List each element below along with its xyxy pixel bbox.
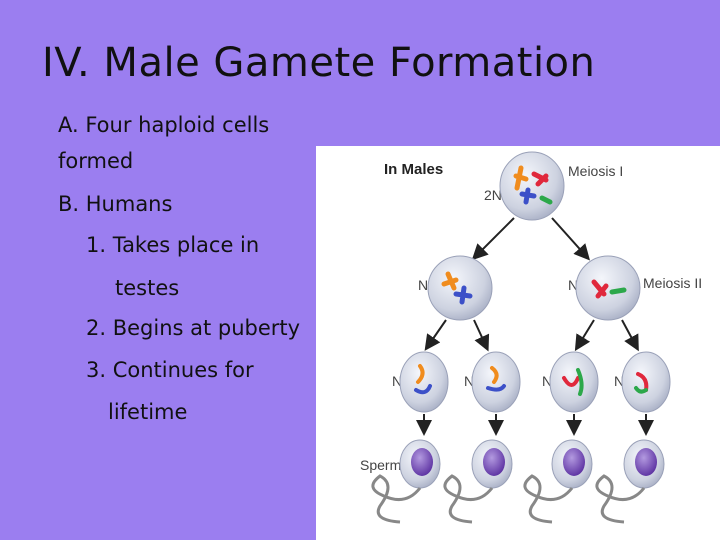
- spermatid-cell-4: [621, 351, 671, 413]
- meiosis-diagram: In Males Meiosis I Meiosis II 2N N N N N…: [316, 146, 720, 540]
- sperm-label: Sperm: [360, 457, 401, 473]
- bullet-b1-cont: testes: [115, 276, 180, 300]
- haploid-cell-left: [427, 255, 493, 321]
- sperm-cell-2: [443, 439, 513, 524]
- haploid-label-left: N: [418, 277, 428, 293]
- bullet-b2: 2. Begins at puberty: [86, 316, 301, 340]
- diagram-header: In Males: [384, 161, 443, 178]
- bullet-b3: 3. Continues for: [86, 358, 254, 382]
- bullet-b1: 1. Takes place in: [86, 233, 260, 257]
- sperm-cell-1: [371, 439, 441, 524]
- haploid-label-4: N: [614, 373, 624, 389]
- meiosis-2-label: Meiosis II: [643, 275, 702, 291]
- bullet-a-cont: formed: [58, 149, 134, 173]
- slide-title: IV. Male Gamete Formation: [42, 40, 596, 86]
- spermatid-cell-1: [399, 351, 449, 413]
- sperm-cell-3: [523, 439, 593, 524]
- spermatid-cell-3: [549, 351, 599, 413]
- haploid-cell-right: [575, 255, 641, 321]
- diploid-cell: [499, 151, 565, 221]
- sperm-cell-4: [595, 439, 665, 524]
- haploid-label-3: N: [542, 373, 552, 389]
- bullet-b3-cont: lifetime: [108, 400, 188, 424]
- haploid-label-1: N: [392, 373, 402, 389]
- spermatid-cell-2: [471, 351, 521, 413]
- haploid-label-right: N: [568, 277, 578, 293]
- diploid-label: 2N: [484, 187, 502, 203]
- bullet-a: A. Four haploid cells: [58, 113, 270, 137]
- haploid-label-2: N: [464, 373, 474, 389]
- bullet-b: B. Humans: [58, 192, 173, 216]
- meiosis-1-label: Meiosis I: [568, 163, 623, 179]
